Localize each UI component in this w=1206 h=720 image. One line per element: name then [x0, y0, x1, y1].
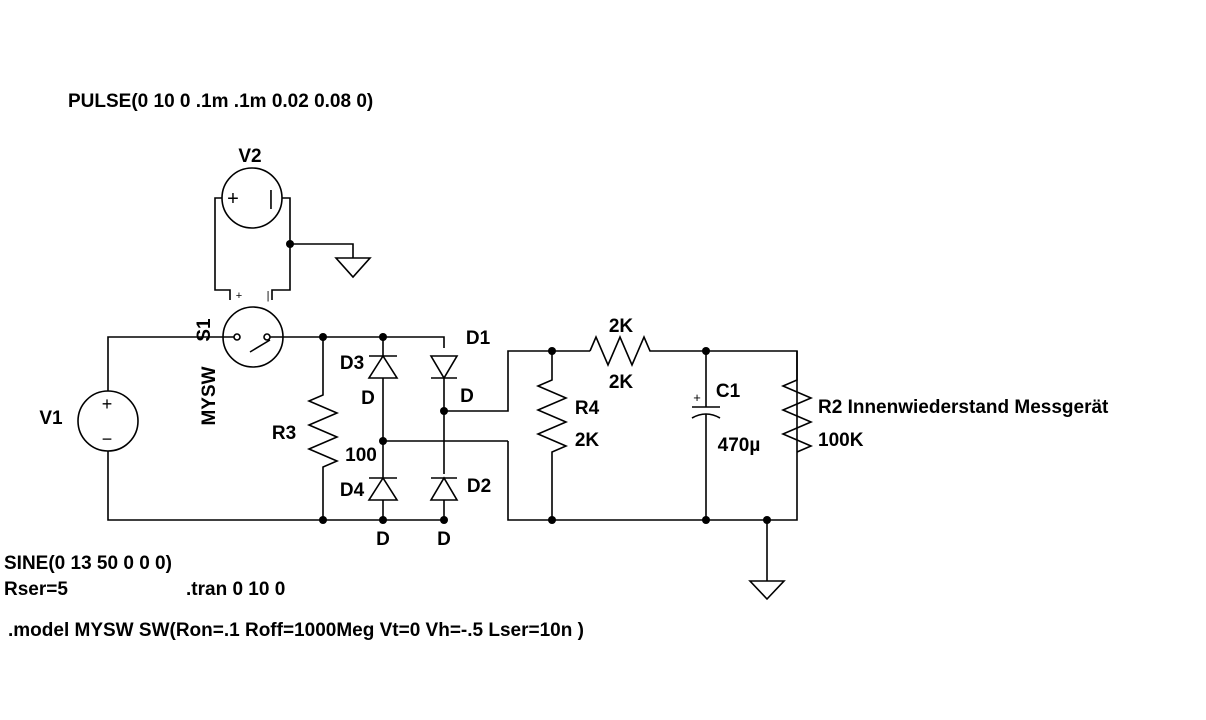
r1-value-top: 2K [609, 316, 634, 337]
v2-minus-symbol: | [268, 188, 273, 210]
r3-resistor: R3 100 [272, 337, 377, 520]
v2-source: V2 + | [221, 146, 283, 229]
r3-body [306, 337, 340, 520]
d2-model: D [437, 529, 451, 550]
wire-v1-plus-to-s1 [107, 336, 234, 391]
s1-blade [249, 339, 271, 353]
junction-dot [286, 240, 294, 248]
d1-triangle [429, 355, 459, 380]
v1-source: V1 + − [39, 390, 139, 452]
tran-directive: .tran 0 10 0 [186, 579, 285, 600]
d2-label: D2 [467, 476, 491, 497]
c1-capacitor: + C1 470µ [691, 351, 761, 520]
d3-triangle [367, 354, 399, 379]
r2-value: 100K [818, 430, 864, 451]
s1-contact-right [263, 333, 271, 341]
s1-contact-left [233, 333, 241, 341]
r4-label: R4 [575, 398, 600, 419]
v2-plus-symbol: + [227, 188, 239, 210]
d2-diode: D2 D [429, 476, 491, 550]
r2-resistor: R2 Innenwiederstand Messgerät 100K [780, 351, 1109, 453]
r2-body [780, 351, 814, 453]
d3-diode: D3 D [340, 337, 399, 441]
wire-v2-plus-to-s1 [214, 197, 231, 300]
r1-body [589, 334, 706, 368]
rser-directive: Rser=5 [4, 579, 68, 600]
s1-label: S1 [194, 318, 215, 342]
junction-dot [440, 516, 448, 524]
r1-resistor: 2K 2K [589, 316, 706, 393]
r4-body [535, 351, 569, 520]
wire-minus-output [507, 350, 798, 521]
junction-dot [319, 516, 327, 524]
d3-label: D3 [340, 353, 364, 374]
d4-diode: D4 D [340, 441, 399, 550]
ground-symbol-top [334, 257, 372, 279]
junction-dot [379, 516, 387, 524]
d1-label: D1 [466, 328, 491, 349]
r3-value: 100 [345, 445, 377, 466]
d1-diode: D1 D [429, 328, 491, 474]
r3-label: R3 [272, 423, 296, 444]
s1-model-label: MYSW [199, 366, 220, 425]
s1-plus-symbol: + [236, 290, 242, 302]
wire-top-rail [270, 336, 445, 348]
v2-label: V2 [238, 146, 261, 167]
c1-plus-symbol: + [693, 390, 701, 405]
wire-v2-minus-to-s1 [271, 197, 291, 300]
d3-model: D [361, 388, 375, 409]
d1-model: D [460, 386, 474, 407]
d4-model: D [376, 529, 390, 550]
ground-symbol-bottom [748, 580, 786, 601]
wire-v1-minus-bottom [107, 451, 444, 521]
v1-label: V1 [39, 408, 63, 429]
d2-triangle [429, 476, 459, 501]
v1-minus-symbol: − [102, 429, 113, 449]
d4-label: D4 [340, 480, 365, 501]
junction-dot [702, 516, 710, 524]
c1-label: C1 [716, 381, 741, 402]
s1-switch: + | S1 MYSW [194, 290, 284, 426]
junction-dot [548, 516, 556, 524]
r4-resistor: R4 2K [535, 351, 600, 520]
sine-directive: SINE(0 13 50 0 0 0) [4, 553, 172, 574]
r4-value: 2K [575, 430, 600, 451]
c1-value: 470µ [718, 435, 761, 456]
v1-plus-symbol: + [102, 394, 113, 414]
r2-label: R2 Innenwiederstand Messgerät [818, 397, 1109, 418]
pulse-directive: PULSE(0 10 0 .1m .1m 0.02 0.08 0) [68, 91, 373, 112]
wire-v2-to-ground [290, 243, 354, 258]
r1-value-bottom: 2K [609, 372, 634, 393]
s1-minus-symbol: | [267, 290, 270, 302]
d4-triangle [367, 476, 399, 501]
model-directive: .model MYSW SW(Ron=.1 Roff=1000Meg Vt=0 … [8, 620, 584, 641]
